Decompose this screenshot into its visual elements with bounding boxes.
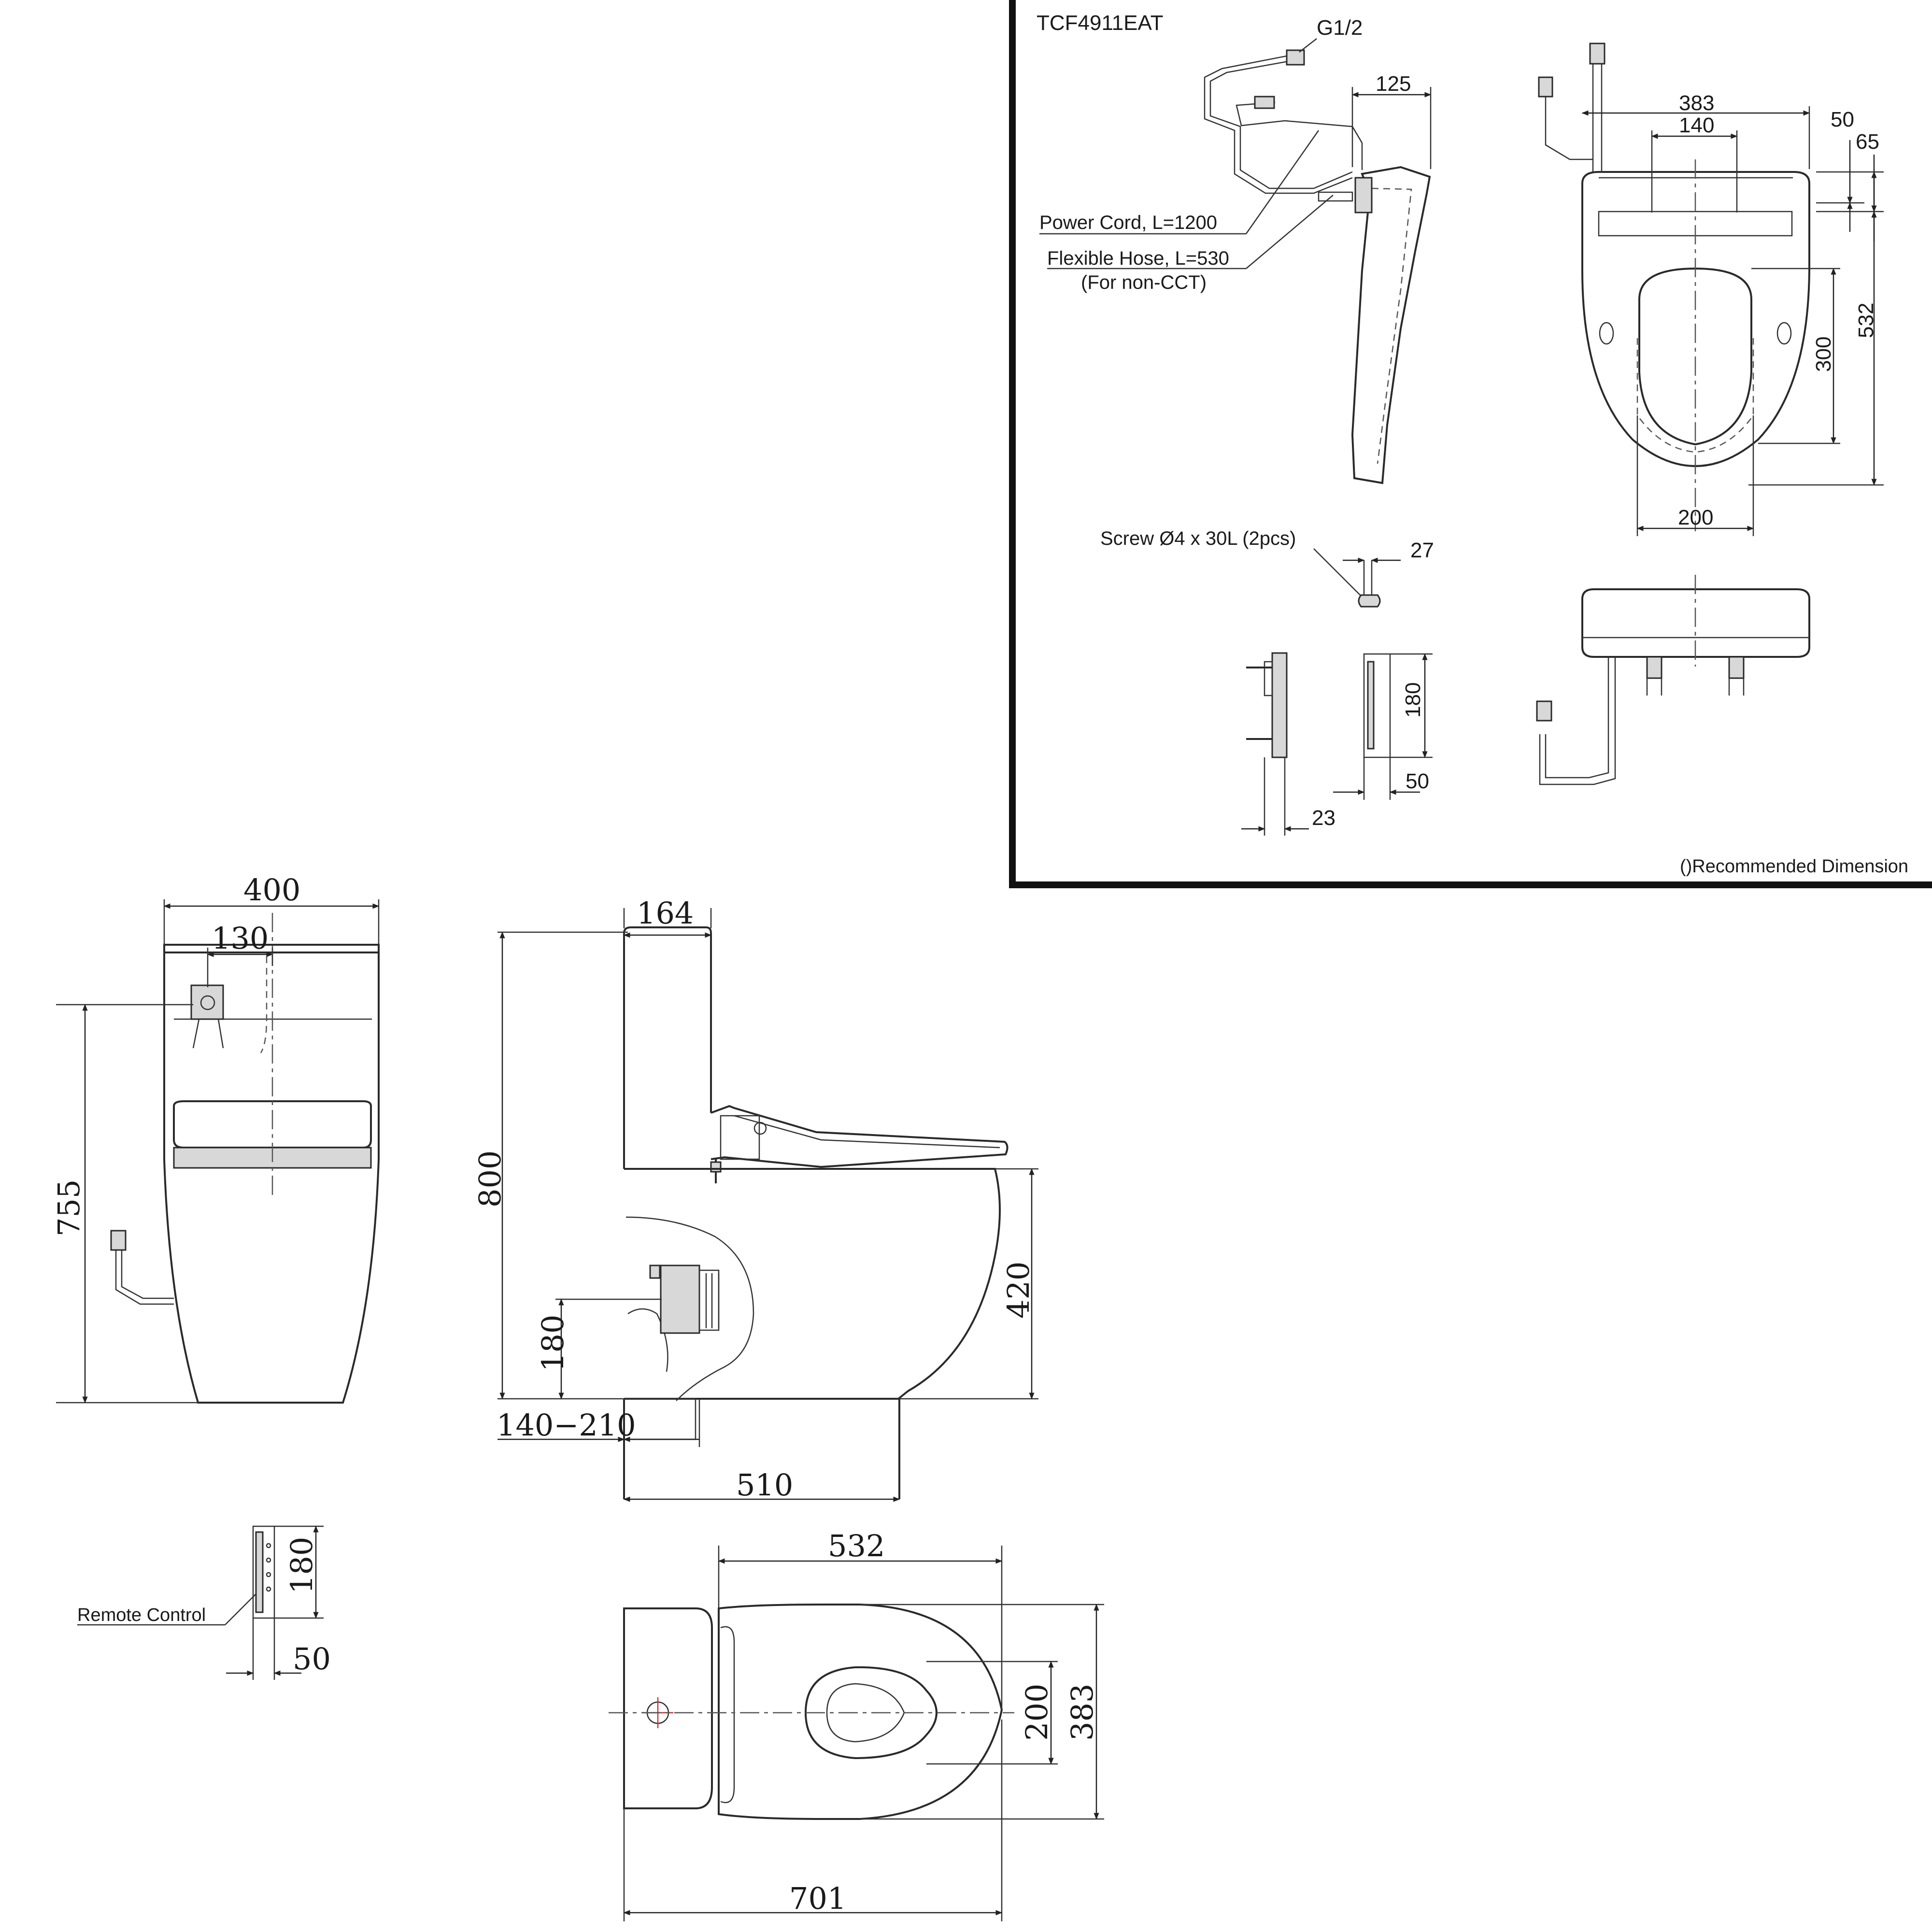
label-remote-control: Remote Control — [77, 1605, 206, 1625]
toilet-side-view: 164 800 420 180 140−210 510 — [472, 895, 1038, 1503]
dim-383-top: 383 — [1679, 91, 1714, 115]
front-power-plug-icon — [110, 1230, 127, 1251]
label-flexible-hose: Flexible Hose, L=530 — [1047, 248, 1229, 269]
seat-spec-panel: TCF4911EAT ()Recommended Dimension — [1009, 0, 1932, 888]
dim-50-remote: 50 — [293, 1641, 331, 1676]
dim-125: 125 — [1376, 72, 1411, 96]
seat-hinge-block — [1354, 177, 1373, 213]
dim-400: 400 — [243, 872, 300, 908]
label-g12: G1/2 — [1317, 16, 1363, 40]
dim-27: 27 — [1410, 539, 1434, 562]
dim-180-outlet: 180 — [535, 1315, 570, 1372]
dim-180-detail: 180 — [1401, 682, 1425, 718]
remote-control-view: 180 50 Remote Control — [77, 1525, 331, 1680]
dim-164: 164 — [637, 895, 694, 931]
toilet-front-view: 400 130 755 — [51, 872, 380, 1404]
model-number: TCF4911EAT — [1037, 11, 1163, 35]
dim-65: 65 — [1856, 130, 1879, 154]
label-power-cord: Power Cord, L=1200 — [1039, 212, 1217, 233]
dim-532-top: 532 — [828, 1528, 885, 1563]
seat-inlet-fitting-icon — [1589, 43, 1605, 65]
power-plug-icon — [1254, 96, 1275, 109]
seat-plug-icon — [1538, 76, 1553, 98]
remote-control-icon — [252, 1525, 275, 1619]
front-plug-icon — [1536, 700, 1552, 722]
dim-300: 300 — [1812, 337, 1835, 372]
dim-383-toilet: 383 — [1065, 1684, 1100, 1741]
seat-front-view — [1536, 575, 1810, 785]
dim-130: 130 — [212, 921, 269, 956]
dim-800: 800 — [472, 1151, 508, 1208]
dim-755: 755 — [51, 1179, 86, 1236]
dim-50-seat: 50 — [1831, 108, 1854, 131]
dim-50-detail: 50 — [1406, 769, 1429, 793]
seat-side-view: 125 G1/2 Power Cord, L=1200 Flexible Hos… — [1039, 16, 1432, 484]
label-screw: Screw Ø4 x 30L (2pcs) — [1100, 528, 1296, 549]
remote-bracket-detail: Screw Ø4 x 30L (2pcs) 27 23 180 50 — [1100, 528, 1434, 836]
dim-140-210: 140−210 — [497, 1407, 636, 1443]
dim-140: 140 — [1679, 114, 1714, 137]
dim-200-top: 200 — [1019, 1684, 1054, 1741]
toilet-top-view: 532 200 383 701 — [609, 1528, 1104, 1921]
inlet-valve-icon — [190, 984, 224, 1020]
remote-front-icon — [1363, 653, 1391, 758]
dim-180-remote: 180 — [284, 1537, 319, 1594]
dim-510: 510 — [736, 1467, 793, 1503]
dim-701: 701 — [789, 1881, 846, 1916]
label-for-non-cct: (For non-CCT) — [1081, 272, 1207, 293]
dim-23: 23 — [1312, 806, 1335, 830]
seat-top-view: 383 140 50 65 532 300 200 — [1538, 43, 1884, 536]
inlet-connector-icon — [1286, 49, 1305, 66]
dim-420: 420 — [1001, 1262, 1036, 1319]
dim-200-seat: 200 — [1678, 506, 1713, 529]
dim-532-seat: 532 — [1854, 303, 1878, 338]
recommended-dimension-note: ()Recommended Dimension — [1680, 856, 1908, 877]
